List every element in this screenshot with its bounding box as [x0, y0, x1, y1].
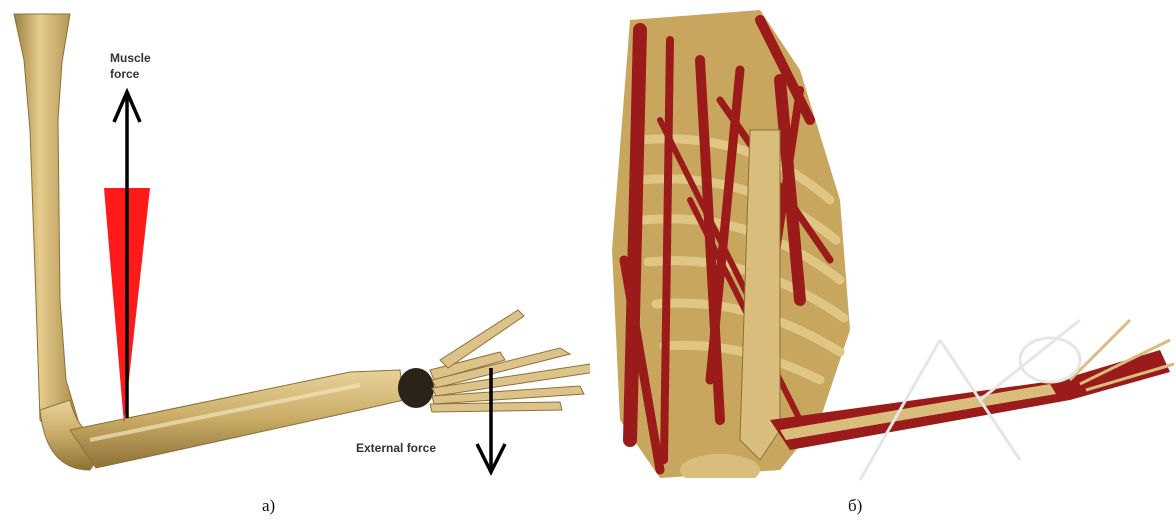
panel-b-caption: б) [848, 496, 862, 516]
external-force-label: External force [356, 441, 436, 455]
muscle-force-label-2: force [110, 67, 140, 81]
wrist-joint [398, 368, 434, 408]
torso-illustration [600, 0, 1176, 478]
arm-illustration: Muscle force External force [0, 0, 590, 478]
hand-bones [430, 310, 590, 412]
muscle-force-label-1: Muscle [110, 51, 151, 65]
panel-a-caption: a) [262, 496, 275, 516]
musculoskeletal-torso-model [600, 0, 1176, 478]
humerus-bone [14, 14, 78, 440]
arm-force-diagram: Muscle force External force [0, 0, 590, 478]
